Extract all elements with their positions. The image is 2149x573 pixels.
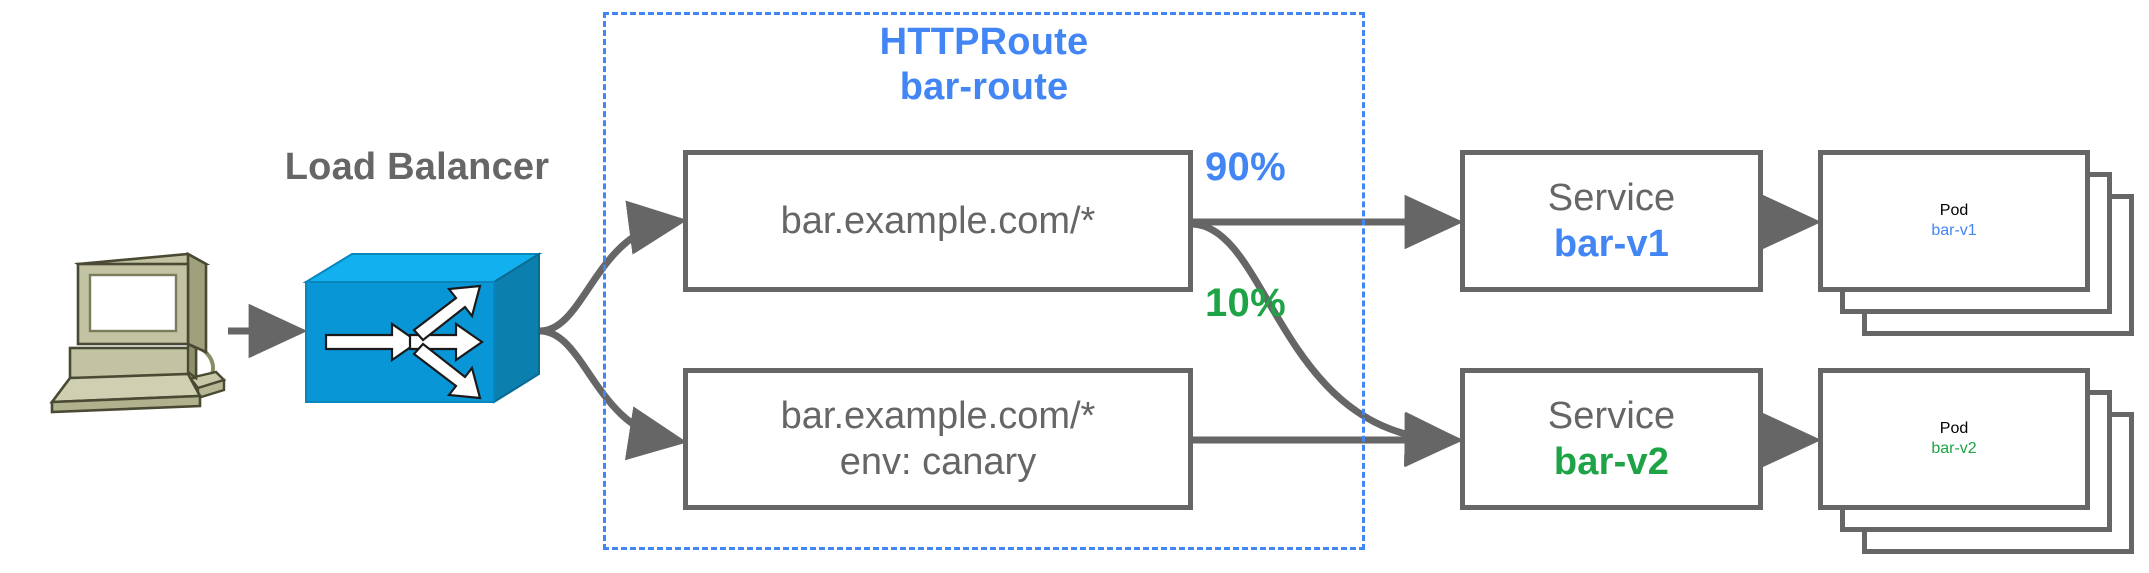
pod-stack-bar-v2[interactable]: Pod bar-v2: [1818, 368, 2138, 558]
httproute-name-label: bar-route: [899, 65, 1069, 108]
service-v2-name: bar-v2: [1553, 441, 1670, 483]
weight-label-90: 90%: [1205, 145, 1286, 189]
pod-v2-kind: Pod: [1939, 420, 1969, 438]
pod-v1-card[interactable]: Pod bar-v1: [1818, 150, 2090, 292]
client-computer: [40, 248, 230, 416]
desktop-computer-icon: [49, 251, 227, 414]
load-balancer-label: Load Balancer: [284, 146, 550, 188]
pod-v1-kind: Pod: [1939, 202, 1969, 220]
load-balancer-router-icon: [302, 252, 543, 404]
rule-primary-match: bar.example.com/*: [780, 199, 1096, 242]
service-v1-name: bar-v1: [1553, 223, 1670, 265]
pod-v2-card[interactable]: Pod bar-v2: [1818, 368, 2090, 510]
service-bar-v2[interactable]: Service bar-v2: [1460, 368, 1763, 510]
weight-label-10: 10%: [1205, 281, 1286, 325]
httproute-group-title: HTTPRoute bar-route: [603, 20, 1365, 110]
service-v2-kind: Service: [1547, 394, 1676, 437]
httproute-kind-label: HTTPRoute: [879, 21, 1089, 63]
service-bar-v1[interactable]: Service bar-v1: [1460, 150, 1763, 292]
service-v1-kind: Service: [1547, 176, 1676, 219]
pod-stack-bar-v1[interactable]: Pod bar-v1: [1818, 150, 2138, 340]
pod-v2-name: bar-v2: [1931, 440, 1977, 457]
httproute-rule-primary[interactable]: bar.example.com/*: [683, 150, 1193, 292]
rule-canary-header: env: canary: [839, 441, 1037, 483]
httproute-rule-canary[interactable]: bar.example.com/* env: canary: [683, 368, 1193, 510]
pod-v1-name: bar-v1: [1931, 222, 1977, 239]
load-balancer-node: [300, 250, 545, 410]
httproute-group-boundary: [603, 12, 1365, 550]
rule-canary-match: bar.example.com/*: [780, 394, 1096, 437]
